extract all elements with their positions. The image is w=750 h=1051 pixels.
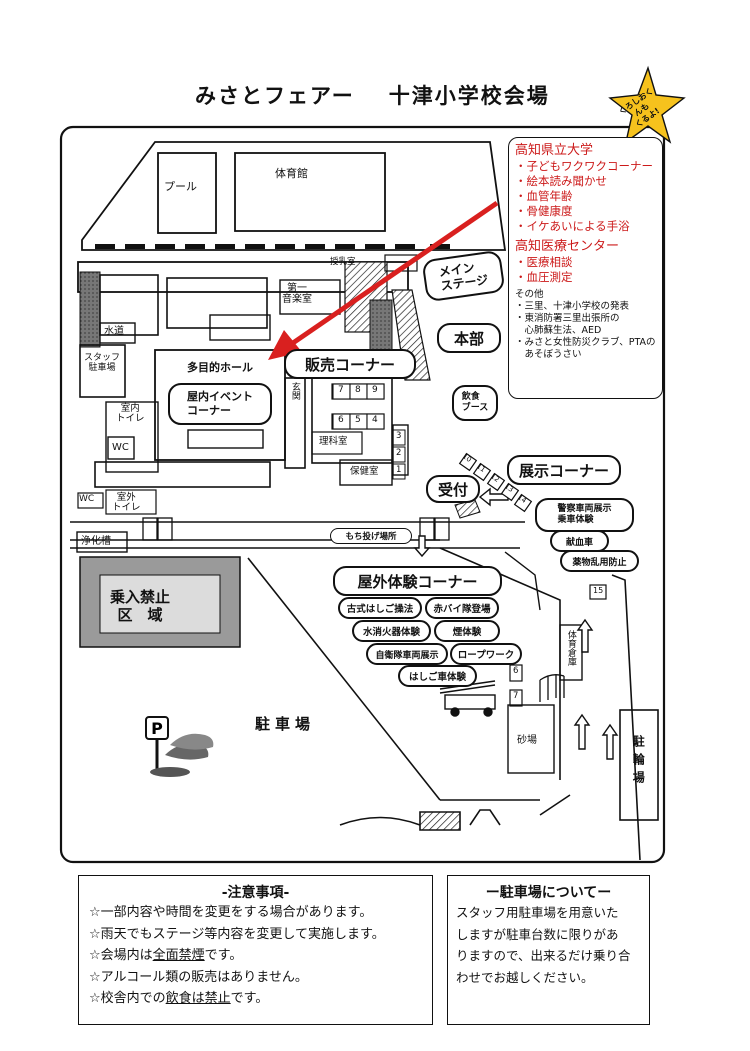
exp-rope-work: ロープワーク <box>450 643 522 665</box>
other-item: あそぼうさい <box>515 349 582 360</box>
food-booth: 飲食 ブース <box>452 385 498 421</box>
uni-item: ・絵本読み聞かせ <box>515 174 607 188</box>
med-title: 高知医療センター <box>515 239 620 254</box>
sales-corner: 販売コーナー <box>284 349 416 379</box>
booth-6: 6 <box>338 415 344 425</box>
gym-storage-label: 体育倉庫 <box>565 630 576 666</box>
exp-water-extinguisher: 水消火器体験 <box>352 620 431 642</box>
uni-title: 高知県立大学 <box>515 143 594 158</box>
star-badge <box>608 65 686 144</box>
note-line: ☆校舎内での飲食は禁止です。 <box>89 991 269 1006</box>
nurse-room-label: 保健室 <box>350 466 379 477</box>
booth-7: 7 <box>338 385 344 395</box>
booth-5: 5 <box>355 415 361 425</box>
notes-title: -注意事項- <box>221 885 290 901</box>
parking-note-line: わせでお越しください。 <box>456 969 594 985</box>
note-line: ☆一部内容や時間を変更をする場合があります。 <box>89 905 373 920</box>
drug-prevention: 薬物乱用防止 <box>560 550 639 572</box>
headquarters: 本部 <box>437 323 501 353</box>
bike-parking-label: 駐輪場 <box>631 735 646 789</box>
parking-icon: P <box>145 716 214 777</box>
booth-6b: 6 <box>513 666 519 676</box>
note-line: ☆アルコール類の販売はありません。 <box>89 969 308 985</box>
multipurpose-hall-label: 多目的ホール <box>187 361 253 374</box>
booth-4: 4 <box>372 415 378 425</box>
parking-note-title: ー駐車場についてー <box>485 885 612 901</box>
pool <box>157 152 217 234</box>
other-title: その他 <box>515 289 544 300</box>
mochi-throwing: もち投げ場所 <box>330 528 412 544</box>
staff-parking-label: スタッフ 駐車場 <box>84 353 121 373</box>
hatched-strip <box>79 271 101 348</box>
booth-1: 1 <box>396 465 402 475</box>
top-boundary <box>81 141 507 251</box>
exp-smoke: 煙体験 <box>434 620 500 642</box>
booth-9: 9 <box>372 385 378 395</box>
wc-label: WC <box>112 442 129 453</box>
gym <box>234 152 386 232</box>
booth-2: 2 <box>396 448 402 458</box>
entrance-label: 玄関 <box>289 382 300 400</box>
science-room-label: 理科室 <box>319 436 348 447</box>
other-item: 心肺蘇生法、AED <box>515 325 602 336</box>
gym-label: 体育館 <box>275 167 308 180</box>
no-entry-label: 乗入禁止 区 域 <box>110 588 171 624</box>
top-room-label: 授乳室 <box>330 257 356 267</box>
page-title: みさとフェアー十津小学校会場 <box>195 84 550 108</box>
sandpit-label: 砂場 <box>517 735 537 746</box>
other-item: ・三里、十津小学校の発表 <box>515 301 630 312</box>
svg-text:P: P <box>151 719 163 738</box>
indoor-event-corner: 屋内イベント コーナー <box>168 383 272 425</box>
pool-label: プール <box>164 180 197 193</box>
water-label: 水道 <box>104 326 124 337</box>
booth-15: 15 <box>593 586 604 595</box>
outdoor-experience-corner: 屋外体験コーナー <box>333 566 502 596</box>
wc2-label: WC <box>79 494 95 504</box>
parking-note-line: スタッフ用駐車場を用意いた <box>456 905 619 920</box>
parking-label: 駐車場 <box>255 715 316 733</box>
exp-ladder-truck: はしご車体験 <box>398 665 477 687</box>
booth-7b: 7 <box>513 691 519 701</box>
uni-item: ・子どもワクワクコーナー <box>515 159 653 173</box>
exp-ladder-drill: 古式はしご操法 <box>338 597 422 619</box>
septic-tank-label: 浄化槽 <box>81 536 111 547</box>
benches <box>339 794 571 831</box>
dash-row-top <box>95 244 450 249</box>
sand-pit <box>507 704 555 774</box>
map-frame <box>59 125 666 864</box>
parking-note-line: りますので、出来るだけ乗り合 <box>456 948 631 963</box>
parking-note-line: しますが駐車台数に限りがあ <box>456 926 619 942</box>
notes-box: -注意事項- ☆一部内容や時間を変更をする場合があります。 ☆雨天でもステージ等… <box>78 875 433 1025</box>
uni-item: ・血管年齢 <box>515 189 573 203</box>
note-line: ☆雨天でもステージ等内容を変更して実施します。 <box>89 926 385 942</box>
outdoor-toilet-label: 室外 トイレ <box>112 492 141 514</box>
med-item: ・医療相談 <box>515 255 573 269</box>
septic-tank <box>76 531 128 553</box>
exp-sdf-vehicle: 自衛隊車両展示 <box>366 643 448 665</box>
exp-red-bike: 赤バイ隊登場 <box>425 597 499 619</box>
uni-item: ・イケあいによる手浴 <box>515 219 630 233</box>
music-room-label: 第一 音楽室 <box>282 283 312 305</box>
other-item: ・みさと女性防災クラブ、PTAの <box>515 337 656 348</box>
steps-rows <box>142 517 450 541</box>
other-item: ・東消防署三里出張所の <box>515 313 620 324</box>
program-info-box: 高知県立大学 ・子どもワクワクコーナー ・絵本読み聞かせ ・血管年齢 ・骨健康度… <box>508 137 663 399</box>
indoor-toilet-label: 室内 トイレ <box>116 403 145 425</box>
blood-donation-car: 献血車 <box>550 530 609 552</box>
bike-parking <box>619 709 659 821</box>
police-vehicle-exhibit: 警察車両展示 乗車体験 <box>535 498 634 532</box>
parking-note-box: ー駐車場についてー スタッフ用駐車場を用意いた しますが駐車台数に限りがあ りま… <box>447 875 650 1025</box>
exhibit-corner: 展示コーナー <box>507 455 621 485</box>
note-line: ☆会場内は全面禁煙です。 <box>89 948 243 963</box>
booth-3: 3 <box>396 431 402 441</box>
reception: 受付 <box>426 475 480 503</box>
med-item: ・血圧測定 <box>515 270 573 284</box>
uni-item: ・骨健康度 <box>515 204 573 218</box>
booth-8: 8 <box>355 385 361 395</box>
